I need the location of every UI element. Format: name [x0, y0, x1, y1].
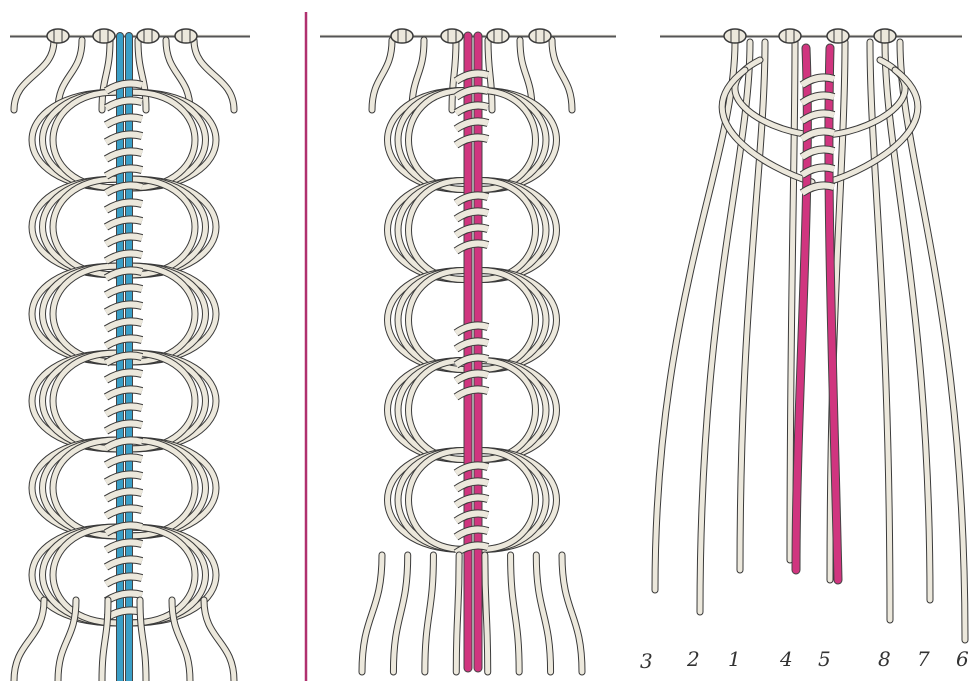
mounting-rod [660, 35, 962, 36]
strand [194, 40, 234, 110]
strand [485, 555, 488, 672]
mounting-knot [487, 29, 509, 43]
strand-label-8: 8 [878, 647, 891, 671]
mounting-knot [391, 29, 413, 43]
mounting-knot [175, 29, 197, 43]
strand [362, 555, 382, 672]
strand-label-3: 3 [640, 649, 653, 673]
strand [552, 40, 572, 110]
strand [425, 555, 434, 672]
strand [393, 555, 407, 672]
mounting-knot [874, 29, 896, 43]
strand [456, 555, 459, 672]
strand [102, 40, 110, 110]
panel-middle [320, 29, 616, 672]
strand [562, 555, 582, 672]
strand-label-2: 2 [686, 647, 700, 671]
strand [204, 600, 234, 681]
mounting-knot [93, 29, 115, 43]
panel-left [10, 29, 250, 681]
strand [452, 40, 456, 110]
mounting-knot [827, 29, 849, 43]
strand-label-6: 6 [956, 647, 969, 671]
mounting-knot [529, 29, 551, 43]
mounting-knot [724, 29, 746, 43]
strand [511, 555, 520, 672]
strand [536, 555, 550, 672]
strand [140, 600, 146, 681]
strand [488, 40, 492, 110]
mounting-knot [137, 29, 159, 43]
strand [372, 40, 392, 110]
mounting-knot [779, 29, 801, 43]
mounting-knot [47, 29, 69, 43]
mounting-knot [441, 29, 463, 43]
strand-labels: 3 2 1 4 5 8 7 6 [640, 647, 969, 673]
strand [14, 600, 44, 681]
strand [102, 600, 108, 681]
strand-label-7: 7 [917, 647, 930, 671]
strand-label-1: 1 [728, 647, 741, 671]
panel-right [655, 29, 965, 640]
loose-strand [870, 42, 890, 620]
strand-label-4: 4 [779, 647, 793, 671]
strand-label-5: 5 [818, 647, 831, 671]
strand [14, 40, 54, 110]
